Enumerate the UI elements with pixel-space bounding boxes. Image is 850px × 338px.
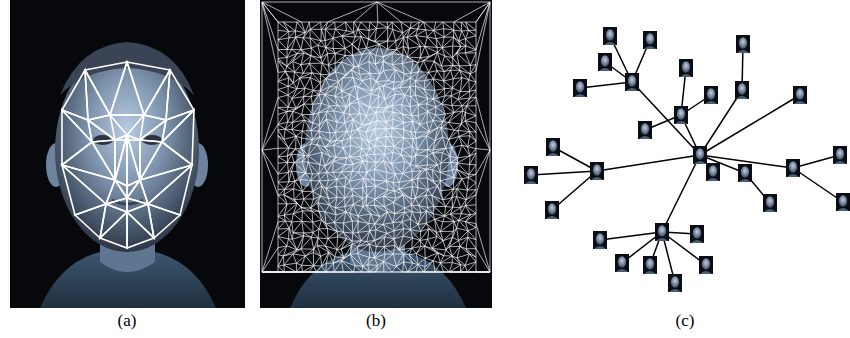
- sparse-mesh: [62, 62, 194, 248]
- face-thumbnail: [786, 159, 800, 177]
- tree-link: [597, 155, 700, 171]
- face-thumbnail: [638, 121, 652, 139]
- face-thumbnail: [545, 201, 559, 219]
- face-thumbnail: [598, 53, 612, 71]
- mesh-triangle: [115, 135, 127, 186]
- mesh-triangle: [62, 70, 88, 120]
- mesh-triangle: [62, 110, 92, 142]
- face-thumbnail: [704, 86, 718, 104]
- mesh-triangle: [62, 142, 115, 180]
- face-thumbnail: [546, 138, 560, 156]
- face-thumbnail: [615, 254, 629, 272]
- face-photo: [10, 0, 245, 308]
- mesh-triangle: [148, 165, 192, 215]
- mesh-triangle: [127, 135, 140, 186]
- tree-link: [793, 155, 840, 168]
- face-thumbnail: [643, 256, 657, 274]
- face-thumbnail: [833, 146, 847, 164]
- panel-label: (c): [676, 311, 695, 331]
- mesh-triangle: [100, 204, 127, 238]
- face-thumbnail: [674, 106, 688, 124]
- tree-link: [580, 82, 632, 88]
- dense-mesh: [262, 2, 490, 272]
- face-thumbnail: [699, 256, 713, 274]
- face-thumbnail: [655, 223, 669, 241]
- face-thumbnail: [735, 81, 749, 99]
- mesh-triangle: [62, 165, 115, 204]
- face-thumbnails: [524, 27, 850, 292]
- panel-label: (b): [366, 311, 386, 331]
- mesh-triangle: [162, 110, 194, 142]
- mesh-triangle: [162, 110, 194, 165]
- mesh-triangle: [115, 180, 127, 198]
- panel-label: (a): [118, 311, 137, 331]
- mesh-triangle: [110, 62, 144, 115]
- face-thumbnail: [793, 86, 807, 104]
- mesh-triangle: [144, 70, 170, 120]
- mesh-edges: [262, 2, 490, 272]
- tree-link: [632, 82, 700, 155]
- mesh-triangle: [140, 165, 192, 204]
- face-thumbnail: [738, 164, 752, 182]
- face-thumbnail: [625, 73, 639, 91]
- face-thumbnail: [836, 193, 850, 211]
- tree-link: [793, 168, 843, 202]
- face-thumbnail: [668, 274, 682, 292]
- mesh-triangle: [140, 142, 192, 180]
- face-photo-dense-mesh: [260, 0, 492, 308]
- mesh-triangle: [62, 110, 92, 165]
- mesh-triangle: [127, 180, 140, 198]
- mesh-triangle: [85, 70, 110, 120]
- face-thumbnail: [736, 35, 750, 53]
- face-thumbnail: [679, 59, 693, 77]
- thumbnail-tree: [524, 27, 850, 292]
- face-thumbnail: [693, 146, 707, 164]
- face-thumbnail: [603, 27, 617, 45]
- mesh-triangle: [110, 115, 144, 135]
- face-thumbnail: [706, 163, 720, 181]
- face-thumbnail: [763, 194, 777, 212]
- tree-link: [700, 95, 800, 155]
- face-thumbnail: [524, 166, 538, 184]
- face-thumbnail: [590, 162, 604, 180]
- tree-link: [531, 171, 597, 175]
- mesh-triangle: [88, 115, 115, 140]
- face-thumbnail: [643, 31, 657, 49]
- tree-links: [531, 36, 843, 283]
- face-thumbnail: [593, 231, 607, 249]
- face-thumbnail: [573, 79, 587, 97]
- mesh-triangle: [62, 165, 106, 215]
- mesh-triangle: [127, 204, 154, 238]
- face-thumbnail: [690, 225, 704, 243]
- tree-link: [662, 155, 700, 232]
